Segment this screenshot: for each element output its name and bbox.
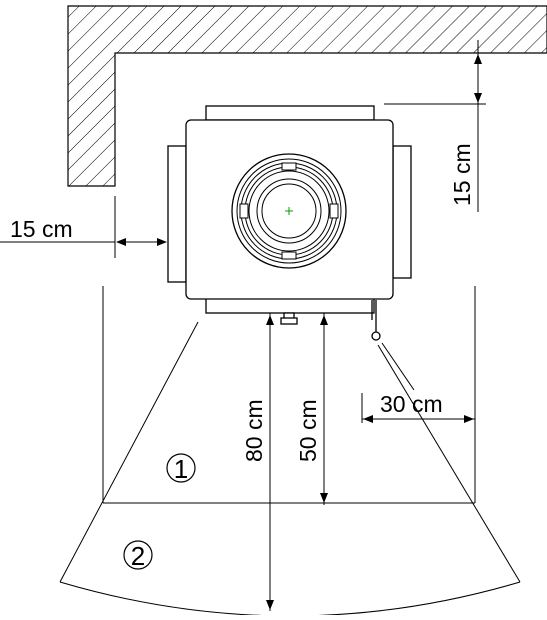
side-gap-label: 30 cm [380,391,443,417]
zone-2-label: 2 [131,541,145,571]
stove-front-knob [280,312,298,325]
front-clearance-dimensions [266,313,328,611]
stove-handle [371,300,381,341]
left-gap-label: 15 cm [10,216,73,242]
stove-top-plate [205,105,375,121]
stove-left-panel [167,145,187,283]
top-gap-label: 15 cm [449,143,475,206]
zone-1-marker: 1 [166,453,196,484]
flue-outlet [231,153,347,269]
stove-right-panel [392,145,412,279]
top-clearance-dimension [384,40,486,212]
stove [167,105,412,341]
front-zone-2-label: 80 cm [241,399,267,462]
center-mark [285,207,293,215]
left-clearance-dimension [0,196,167,258]
side-clearance-dimension [361,342,475,423]
front-zone-1-label: 50 cm [295,399,321,462]
wall [67,5,547,187]
zone-2-marker: 2 [123,540,153,571]
zone-1-label: 1 [174,454,188,484]
